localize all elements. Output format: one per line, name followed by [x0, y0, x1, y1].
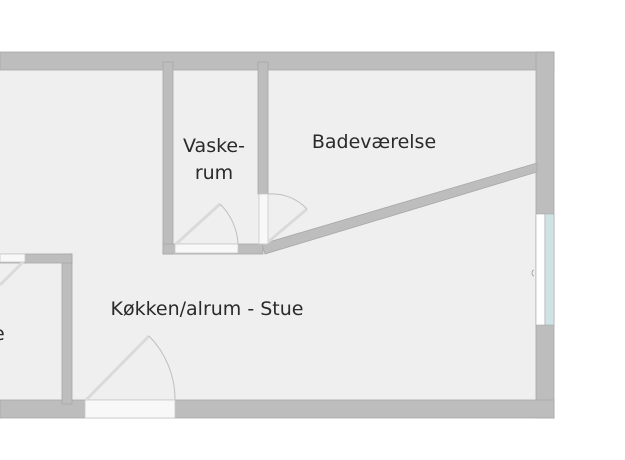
window-glass: [544, 213, 555, 326]
entrance-door-opening: [84, 399, 176, 419]
room-label-laundry-2: rum: [195, 162, 233, 184]
bathroom-diagonal-wall: [261, 162, 538, 255]
room-label-bathroom: Badeværelse: [312, 131, 436, 153]
bathroom-door-swing-arc: [267, 193, 308, 210]
bathroom-door-opening: [258, 193, 269, 245]
bathroom-door-leaf: [267, 207, 308, 244]
small-room-top-wall: [0, 253, 73, 264]
entrance-door-leaf: [84, 334, 151, 402]
top-wall: [0, 51, 555, 71]
window-frame: [535, 213, 546, 326]
room-label-laundry: Vaske-: [183, 135, 245, 157]
room-label-cut-off: e: [0, 323, 5, 345]
small-room-door-leaf: [0, 260, 25, 287]
laundry-left-wall: [162, 61, 174, 255]
small-room-right-wall: [61, 253, 73, 405]
laundry-door-opening: [174, 243, 239, 254]
window-handle-icon: [531, 269, 535, 277]
entrance-door-swing-arc: [148, 335, 176, 401]
small-room-door-opening: [0, 253, 26, 263]
room-label-kitchen-living: Køkken/alrum - Stue: [110, 298, 303, 320]
laundry-door-leaf: [174, 202, 222, 246]
bottom-wall: [0, 399, 555, 419]
laundry-door-swing-arc: [219, 203, 239, 245]
laundry-right-wall: [257, 61, 269, 195]
